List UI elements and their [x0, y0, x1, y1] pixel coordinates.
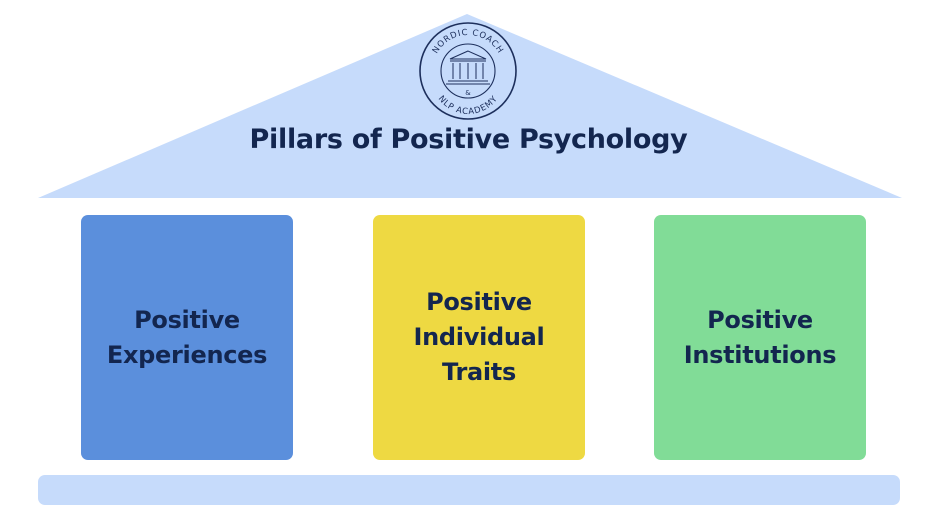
pillar-label: Positive Individual Traits — [413, 288, 545, 386]
pillar-positive-experiences: Positive Experiences — [81, 215, 293, 460]
pillar-label: Positive Experiences — [106, 305, 268, 369]
diagram-title: Pillars of Positive Psychology — [249, 124, 688, 155]
temple-icon — [446, 50, 490, 85]
foundation-base — [38, 475, 900, 505]
pillar-positive-institutions: Positive Institutions — [654, 215, 866, 460]
logo-ampersand: & — [465, 89, 471, 97]
pillar-positive-individual-traits: Positive Individual Traits — [373, 215, 585, 460]
pillar-label: Positive Institutions — [683, 305, 837, 369]
academy-logo: NORDIC COACH NLP ACADEMY & — [419, 22, 517, 120]
